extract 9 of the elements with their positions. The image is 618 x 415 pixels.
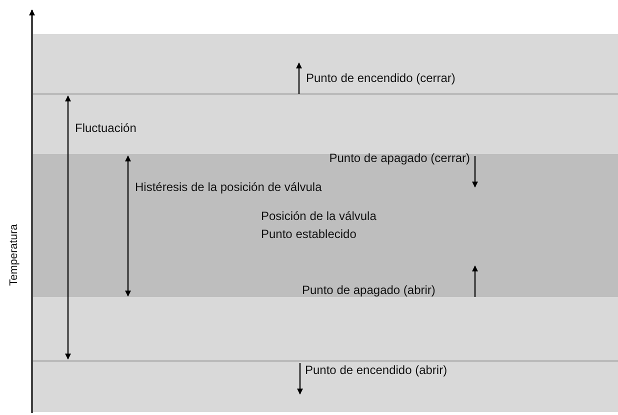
- threshold-label: Punto de apagado (abrir): [302, 283, 436, 297]
- range-label: Histéresis de la posición de válvula: [135, 180, 322, 194]
- axis-label: Temperatura: [7, 224, 21, 286]
- threshold-label: Punto de encendido (cerrar): [306, 71, 456, 85]
- setpoint-label: Posición de la válvula: [261, 209, 376, 223]
- threshold-label: Punto de apagado (cerrar): [329, 151, 470, 165]
- threshold-label: Punto de encendido (abrir): [305, 363, 448, 377]
- setpoint-label: Punto establecido: [261, 227, 356, 241]
- range-label: Fluctuación: [75, 121, 136, 135]
